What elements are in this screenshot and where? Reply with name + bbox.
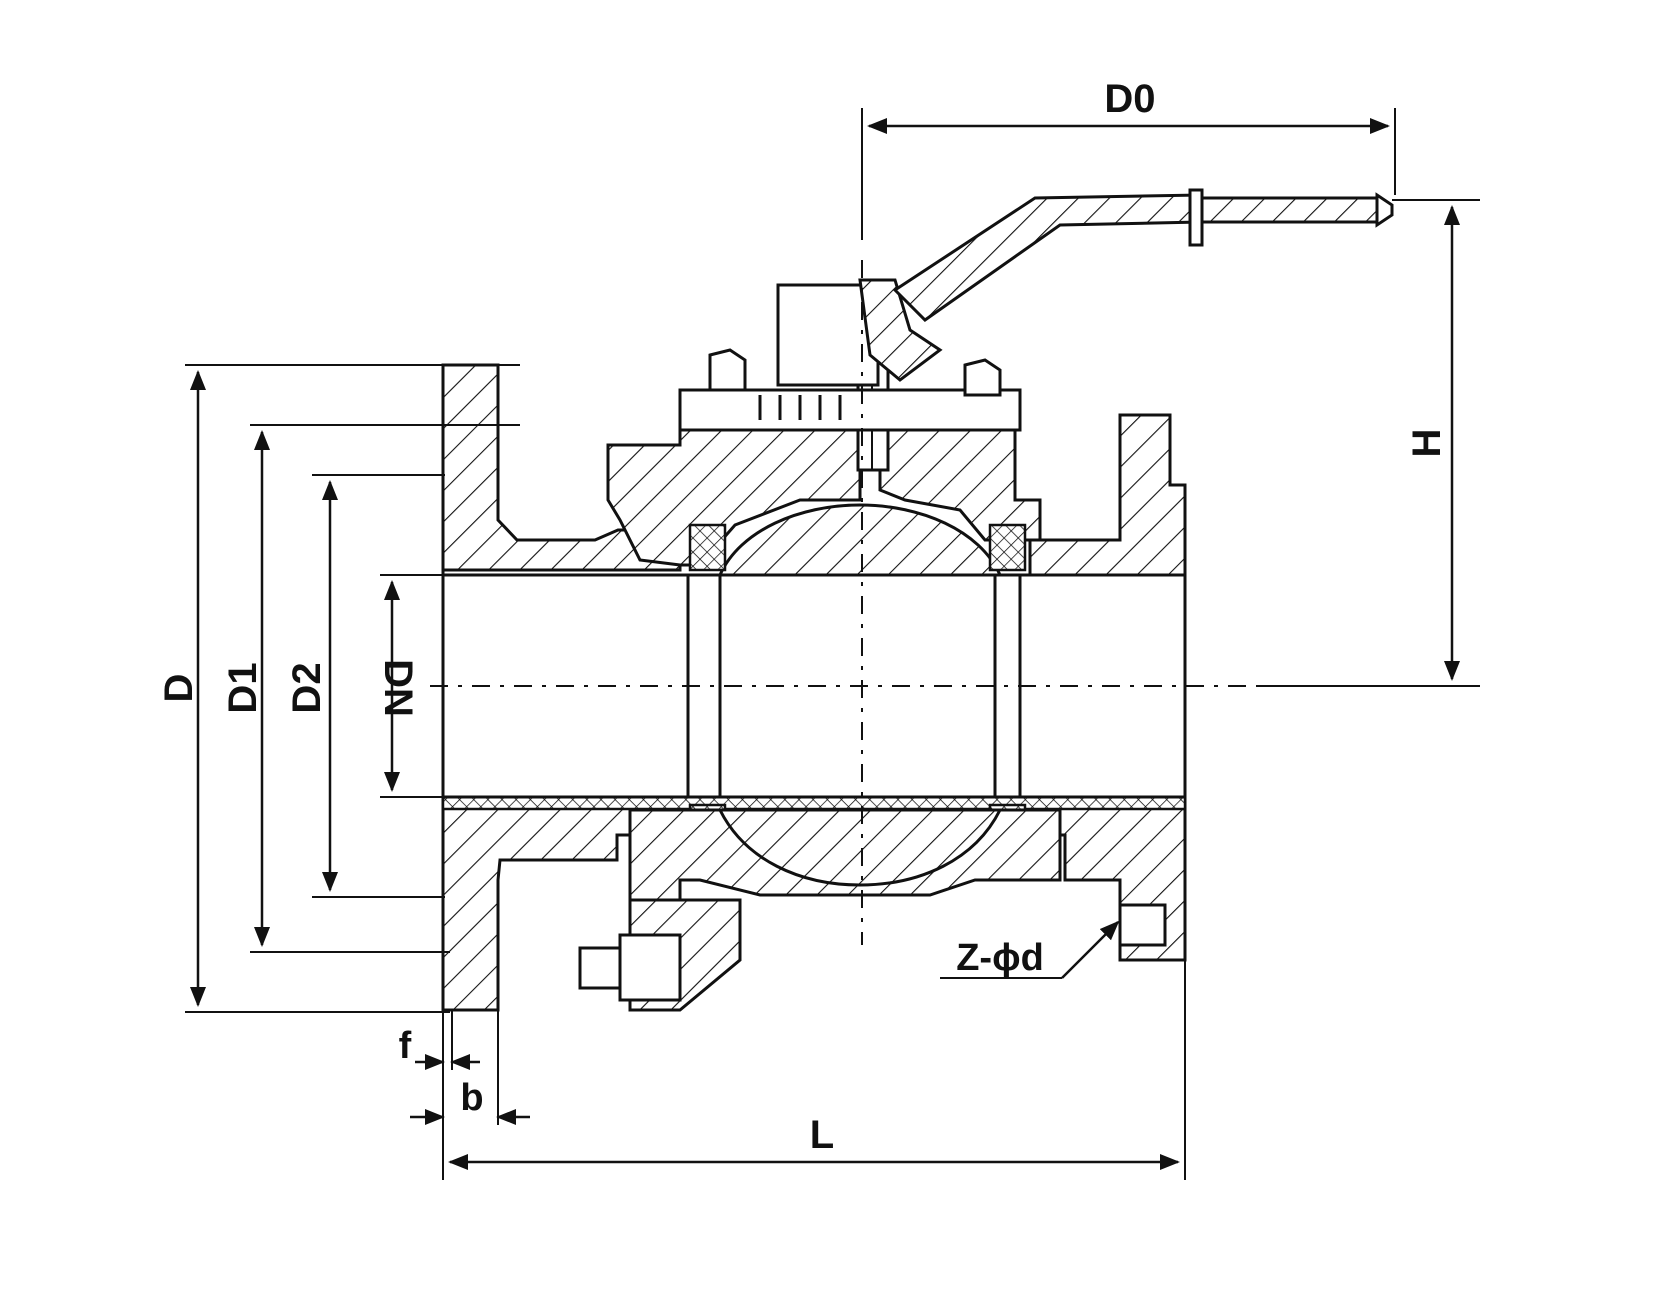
dim-D: D xyxy=(157,364,520,1013)
dim-b: b xyxy=(410,1010,530,1125)
label-b: b xyxy=(460,1077,483,1119)
lower-body xyxy=(578,808,1167,1012)
bonnet xyxy=(678,278,1022,432)
handle-lever xyxy=(892,188,1394,322)
dim-D0: D0 xyxy=(861,77,1396,240)
dim-f: f xyxy=(399,1010,480,1070)
dim-D1: D1 xyxy=(221,424,520,953)
dim-L: L xyxy=(442,960,1186,1180)
label-D: D xyxy=(157,674,201,703)
label-D2: D2 xyxy=(285,662,329,713)
label-D1: D1 xyxy=(221,662,265,713)
callout-bolt-holes: Z-ϕd xyxy=(940,920,1120,979)
label-D0: D0 xyxy=(1104,77,1155,121)
label-H: H xyxy=(1405,429,1449,458)
dim-D2: D2 xyxy=(285,474,445,898)
label-f: f xyxy=(399,1025,412,1067)
dim-H: H xyxy=(1260,199,1480,687)
dim-DN: DN xyxy=(376,574,445,798)
label-Zd: Z-ϕd xyxy=(956,937,1044,979)
label-L: L xyxy=(810,1113,834,1157)
label-DN: DN xyxy=(376,659,420,717)
